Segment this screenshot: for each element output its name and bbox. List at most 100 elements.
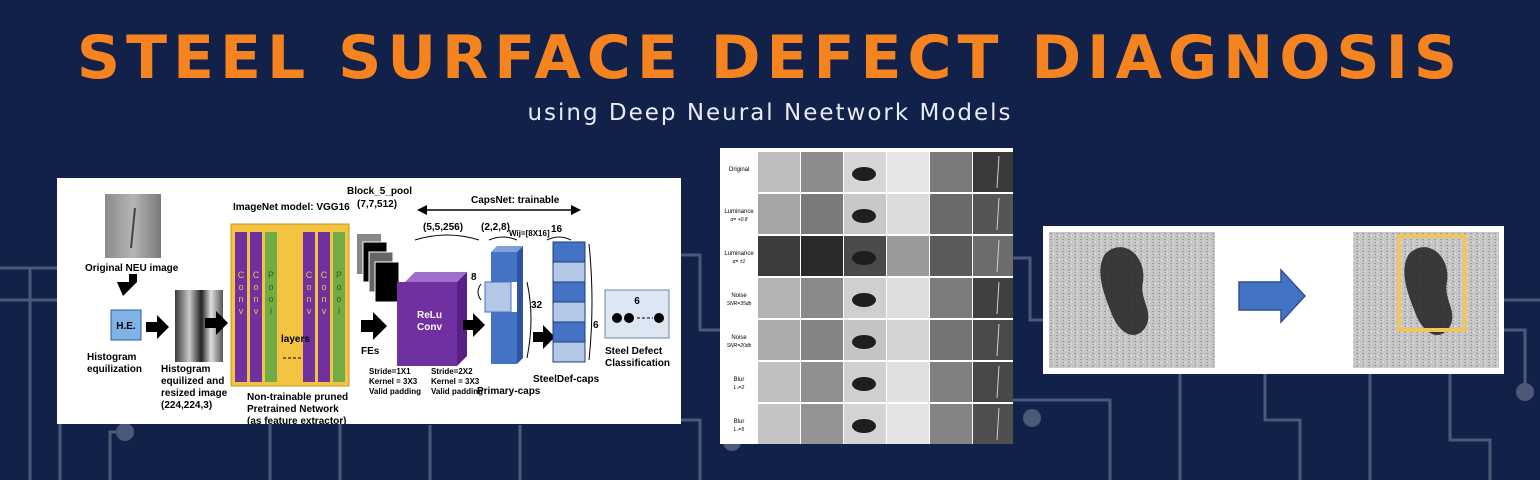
circuit-node (1516, 383, 1534, 401)
nontrainable-label: Pretrained Network (247, 404, 339, 415)
grid-thumbnail (973, 152, 1013, 192)
he-box (110, 309, 142, 341)
defect-blob (852, 377, 876, 391)
fes-label: FEs (361, 346, 380, 357)
he-label: H.E. (116, 321, 136, 332)
grid-thumbnail (801, 362, 843, 402)
resized-label: (224,224,3) (161, 400, 212, 411)
vgg-layers: C o n v C o n v P o o l C o n v C o n v (235, 232, 345, 382)
grid-thumbnail (930, 362, 972, 402)
layer-letter: C (238, 270, 245, 280)
primary-caps-block (491, 312, 517, 364)
histogram-label: equilization (87, 364, 142, 375)
stride-label: Stride=1X1 (369, 367, 411, 376)
grid-thumbnail (930, 404, 972, 444)
grid-thumbnail (758, 278, 800, 318)
primary-dims: (2,2,8) (481, 222, 510, 233)
thirtytwo-label: 32 (531, 300, 543, 311)
defect-blob (852, 167, 876, 181)
layer-letter: C (306, 270, 313, 280)
nontrainable-label: Non-trainable pruned (247, 392, 348, 403)
defect-line (996, 407, 1000, 441)
defect-streak (130, 207, 136, 249)
sixteen-label: 16 (551, 224, 563, 235)
block-label: Block_5_pool (347, 186, 412, 197)
grid-thumbnail (758, 194, 800, 234)
arrowhead-icon (571, 205, 581, 215)
layer-letter: C (253, 270, 260, 280)
grid-row-sublabel: SNR=35db (727, 301, 752, 307)
grid-thumbnail (930, 320, 972, 360)
conv-layer (303, 232, 315, 382)
histogram-label: Histogram (87, 352, 137, 363)
caps-top (491, 246, 523, 252)
layer-letter: n (238, 294, 243, 304)
brace (414, 234, 480, 241)
nontrainable-label: (as feature extractor) (247, 416, 346, 424)
layer-letter: n (321, 294, 326, 304)
grid-thumbnail (887, 278, 929, 318)
grid-thumbnail (887, 152, 929, 192)
defect-blob (852, 251, 876, 265)
output-node-icon (654, 313, 664, 323)
layer-letter: l (270, 306, 272, 316)
relu-conv-cube (397, 282, 457, 366)
layer-letter: n (253, 294, 258, 304)
grid-thumbnail (758, 320, 800, 360)
caps-cell (552, 301, 586, 323)
grid-thumbnail (973, 320, 1013, 360)
primary-caps-block (491, 252, 517, 282)
grid-thumbnail (887, 194, 929, 234)
capsnet-label: CapsNet: trainable (471, 195, 560, 206)
layer-letter: P (336, 270, 342, 280)
defect-blob (1100, 247, 1149, 336)
circuit-line (1448, 374, 1492, 480)
circuit-node (116, 423, 134, 441)
grid-thumbnail (930, 236, 972, 276)
grid-thumbnail (801, 404, 843, 444)
layer-letter: o (336, 294, 341, 304)
cube-top (405, 272, 467, 282)
grid-row-sublabel: Lₙ=5 (734, 427, 745, 433)
conv-layer (250, 232, 262, 382)
layer-letter: n (306, 294, 311, 304)
grid-row-sublabel: SNR=20db (727, 343, 752, 349)
page-subtitle: using Deep Neural Neetwork Models (527, 100, 1013, 126)
grid-thumbnail (887, 236, 929, 276)
six-top-label: 6 (634, 296, 640, 307)
grid-row-label: Noise (731, 293, 747, 299)
circuit-line (1263, 374, 1302, 480)
stride-label: Kernel = 3X3 (369, 377, 418, 386)
grid-thumbnail (801, 236, 843, 276)
grid-thumbnail (887, 362, 929, 402)
caps-cell (552, 261, 586, 283)
resized-label: Histogram (161, 364, 211, 375)
stride-label: Valid padding (369, 387, 421, 396)
grid-thumbnail (758, 362, 800, 402)
grid-row-label: Blur (734, 377, 745, 383)
caps-cell (552, 321, 586, 343)
grid-thumbnail (973, 236, 1013, 276)
layer-letter: o (321, 282, 326, 292)
primary-caps-block (484, 281, 512, 313)
defect-line (996, 323, 1000, 357)
vgg-block (230, 223, 350, 387)
defect-line (996, 155, 1000, 189)
right-arrow-icon (146, 315, 169, 339)
brace (488, 236, 518, 241)
steeldef-caps-label: SteelDef-caps (533, 374, 600, 385)
stride-label: Valid padding (431, 387, 483, 396)
detection-comparison (1043, 226, 1504, 374)
layers-label: layers (281, 334, 310, 345)
defect-line (996, 197, 1000, 231)
grid-thumbnail (801, 320, 843, 360)
caps-cell (552, 341, 586, 363)
grid-thumbnail (801, 278, 843, 318)
feature-map (374, 261, 400, 303)
layer-letter: v (322, 306, 327, 316)
layer-letter: o (268, 294, 273, 304)
grid-row-sublabel: α= ±1 (733, 259, 746, 265)
defect-blob (852, 293, 876, 307)
grid-thumbnail (758, 152, 800, 192)
defect-blob (1404, 247, 1453, 336)
